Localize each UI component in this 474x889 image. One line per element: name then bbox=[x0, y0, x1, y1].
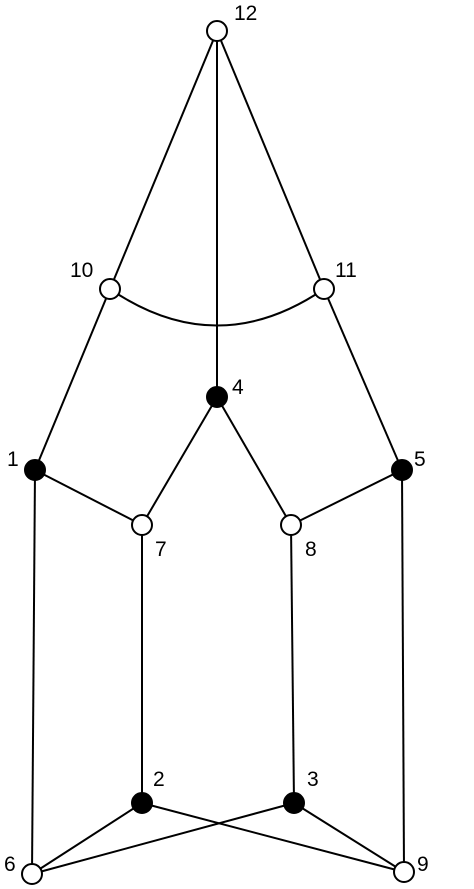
edge-4-7 bbox=[141, 396, 218, 526]
edge-12-10 bbox=[109, 30, 218, 290]
node-label-8: 8 bbox=[305, 538, 317, 561]
edge-2-6 bbox=[31, 802, 143, 875]
edge-1-7 bbox=[34, 469, 143, 526]
nodes-layer bbox=[21, 20, 415, 885]
node-label-2: 2 bbox=[153, 768, 165, 791]
edge-3-6 bbox=[31, 802, 295, 875]
node-5 bbox=[391, 459, 413, 481]
edge-5-8 bbox=[290, 469, 403, 526]
edge-8-3 bbox=[290, 524, 295, 804]
node-label-12: 12 bbox=[234, 2, 257, 25]
node-8 bbox=[280, 514, 302, 536]
node-7 bbox=[131, 514, 153, 536]
edge-2-9 bbox=[141, 802, 405, 873]
edges-layer bbox=[31, 30, 405, 875]
edge-11-5 bbox=[323, 288, 403, 471]
edge-10-11 bbox=[109, 288, 325, 327]
node-label-9: 9 bbox=[417, 853, 429, 876]
node-3 bbox=[283, 792, 305, 814]
node-label-7: 7 bbox=[155, 538, 167, 561]
edge-4-8 bbox=[216, 396, 292, 526]
edge-1-6 bbox=[31, 469, 36, 875]
node-10 bbox=[99, 278, 121, 300]
edge-10-1 bbox=[34, 288, 111, 471]
edge-5-9 bbox=[401, 469, 405, 873]
node-12 bbox=[206, 20, 228, 42]
node-label-6: 6 bbox=[4, 853, 16, 876]
node-4 bbox=[206, 386, 228, 408]
node-6 bbox=[21, 863, 43, 885]
node-label-10: 10 bbox=[70, 259, 93, 282]
node-1 bbox=[24, 459, 46, 481]
node-label-3: 3 bbox=[307, 768, 319, 791]
node-label-4: 4 bbox=[232, 376, 244, 399]
node-11 bbox=[313, 278, 335, 300]
node-label-5: 5 bbox=[414, 448, 426, 471]
edge-3-9 bbox=[293, 802, 405, 873]
node-label-1: 1 bbox=[7, 448, 19, 471]
node-9 bbox=[393, 861, 415, 883]
node-label-11: 11 bbox=[335, 259, 357, 282]
edge-12-11 bbox=[216, 30, 325, 290]
node-2 bbox=[131, 792, 153, 814]
